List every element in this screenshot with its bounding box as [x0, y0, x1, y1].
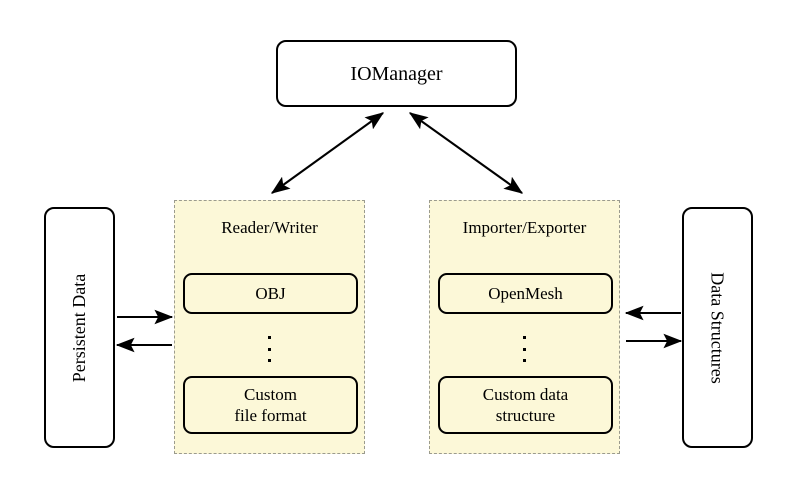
node-iomanager-label: IOManager [350, 62, 443, 85]
arrow-manager-importerexporter [408, 112, 524, 194]
reader-writer-ellipsis-icon [175, 329, 364, 369]
arrow-manager-readerwriter [270, 112, 385, 194]
node-openmesh[interactable]: OpenMesh [438, 273, 613, 314]
node-persistent-data[interactable]: Persistent Data [44, 207, 115, 448]
importer-exporter-ellipsis-icon [430, 329, 619, 369]
node-data-structures[interactable]: Data Structures [682, 207, 753, 448]
node-iomanager[interactable]: IOManager [276, 40, 517, 107]
node-obj[interactable]: OBJ [183, 273, 358, 314]
group-importer-exporter-title: Importer/Exporter [462, 218, 587, 237]
node-persistent-data-label: Persistent Data [69, 273, 90, 382]
group-reader-writer-title: Reader/Writer [221, 218, 318, 237]
node-openmesh-label: OpenMesh [488, 283, 563, 303]
node-data-structures-label: Data Structures [707, 271, 728, 384]
node-obj-label: OBJ [255, 283, 286, 303]
